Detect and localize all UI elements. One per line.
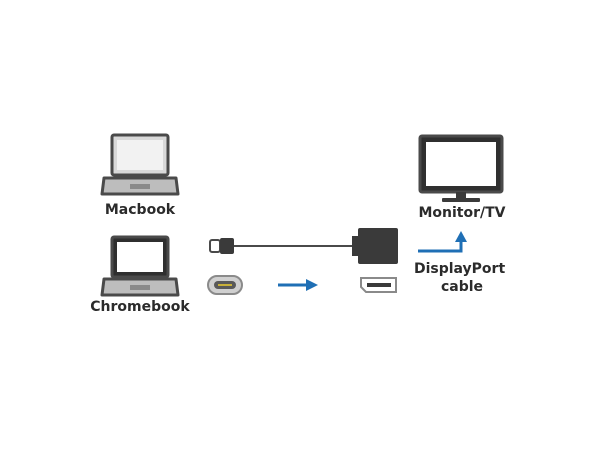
- monitor-label: Monitor/TV: [418, 205, 505, 221]
- usb-c-plug-icon: [209, 238, 234, 254]
- displayport-adapter-icon: [352, 228, 398, 264]
- usb-c-port-icon: [207, 275, 243, 295]
- displayport-port-icon: [360, 277, 397, 293]
- displayport-cable-label: DisplayPort cable: [414, 261, 510, 295]
- macbook-laptop-icon: [100, 133, 180, 196]
- monitor-icon: [418, 134, 504, 202]
- arrow-right-icon: [278, 279, 318, 291]
- arrow-up-icon: [418, 231, 467, 253]
- displayport-cable-label-line2: cable: [441, 279, 483, 295]
- macbook-label: Macbook: [105, 202, 176, 218]
- displayport-cable-label-line1: DisplayPort: [414, 261, 505, 277]
- chromebook-label: Chromebook: [90, 299, 190, 315]
- chromebook-laptop-icon: [100, 235, 180, 297]
